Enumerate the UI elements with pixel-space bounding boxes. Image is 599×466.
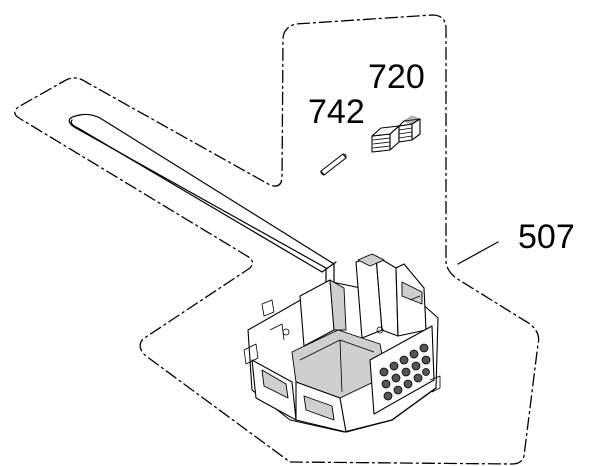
honeycomb-pattern — [379, 343, 431, 401]
callout-507: 507 — [518, 218, 575, 256]
leader-line-507 — [457, 241, 499, 265]
part-720-block — [371, 115, 421, 153]
part-507-carriage — [243, 253, 441, 433]
part-507-cable — [68, 113, 337, 301]
callout-742: 742 — [308, 93, 365, 131]
callout-720: 720 — [368, 58, 425, 96]
part-742-pin — [320, 153, 347, 176]
